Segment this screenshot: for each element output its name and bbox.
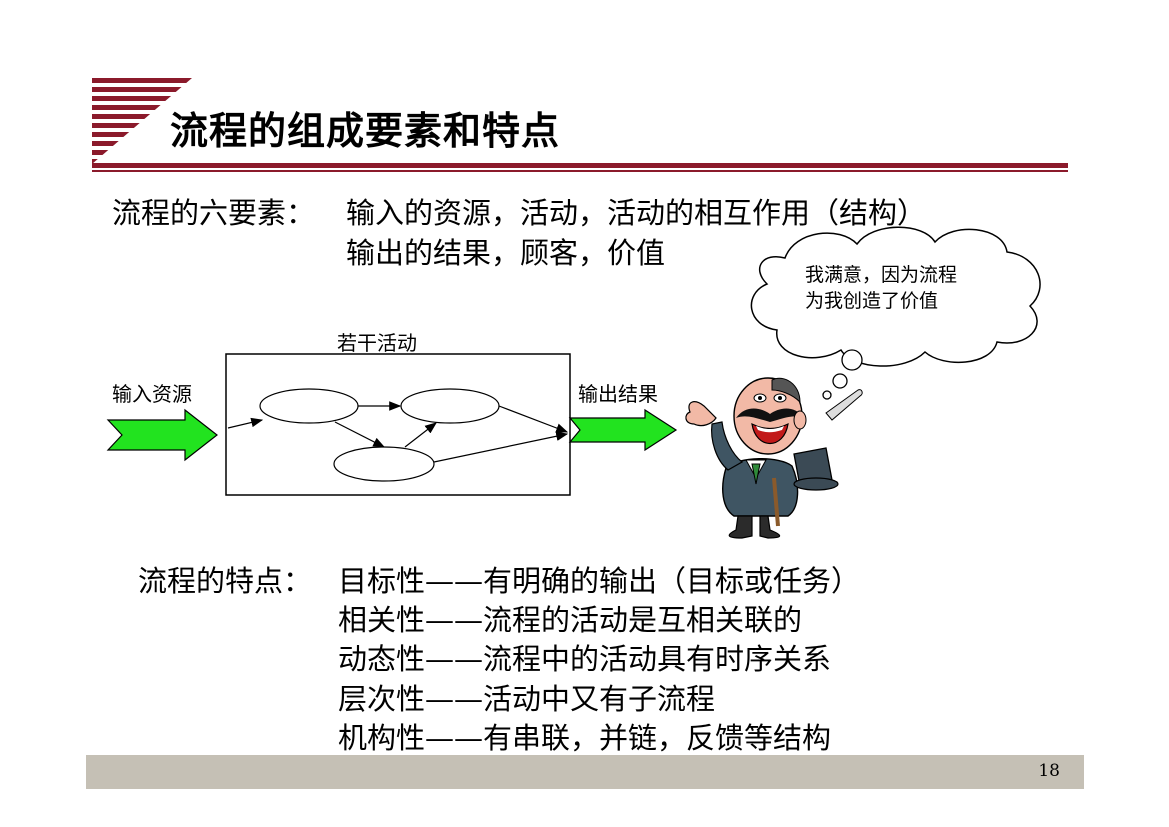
connector bbox=[227, 417, 264, 429]
six-elements-label: 流程的六要素： bbox=[112, 196, 316, 230]
process-diagram bbox=[106, 353, 678, 496]
characteristic-item: 机构性——有串联，并链，反馈等结构 bbox=[338, 721, 832, 755]
header-rule-thick bbox=[92, 163, 1068, 168]
page-number: 18 bbox=[1038, 761, 1060, 781]
connector bbox=[404, 422, 437, 448]
activity-ellipse-2 bbox=[400, 388, 500, 424]
header-rule-thin bbox=[92, 170, 1068, 172]
characteristics-label: 流程的特点： bbox=[138, 564, 313, 598]
characteristic-item: 相关性——流程的活动是互相关联的 bbox=[338, 603, 803, 637]
input-label: 输入资源 bbox=[112, 382, 192, 406]
input-arrow bbox=[106, 408, 218, 462]
activity-ellipse-3 bbox=[333, 446, 435, 482]
thought-line-1: 我满意，因为流程 bbox=[805, 264, 958, 286]
activities-label: 若干活动 bbox=[337, 331, 417, 355]
happy-customer-illustration bbox=[685, 377, 863, 539]
connector bbox=[433, 431, 569, 463]
output-label: 输出结果 bbox=[578, 382, 658, 406]
characteristic-item: 层次性——活动中又有子流程 bbox=[338, 682, 716, 716]
characteristic-item: 动态性——流程中的活动具有时序关系 bbox=[338, 642, 832, 676]
thought-line-2: 为我创造了价值 bbox=[805, 290, 939, 312]
six-elements-line-1: 输入的资源，活动，活动的相互作用（结构） bbox=[346, 196, 927, 230]
six-elements-line-2: 输出的结果，顾客，价值 bbox=[346, 236, 666, 270]
thought-bubble bbox=[750, 226, 1041, 400]
header-stripe-triangle bbox=[92, 78, 192, 164]
characteristic-item: 目标性——有明确的输出（目标或任务） bbox=[338, 564, 861, 598]
activities-box bbox=[225, 353, 571, 496]
output-arrow bbox=[568, 408, 678, 452]
activity-ellipse-1 bbox=[259, 388, 359, 424]
connector bbox=[498, 405, 569, 433]
connector bbox=[334, 421, 386, 448]
thought-text: 我满意，因为流程 为我创造了价值 bbox=[805, 262, 957, 314]
page-title: 流程的组成要素和特点 bbox=[170, 109, 561, 153]
footer-bar: 18 bbox=[86, 755, 1084, 789]
